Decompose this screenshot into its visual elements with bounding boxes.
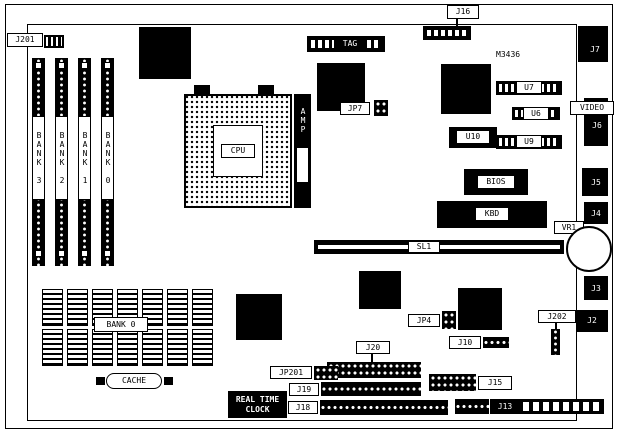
cache-socket: [117, 329, 138, 366]
pin1-marker: [58, 62, 65, 69]
amp-label: AMP: [298, 106, 308, 134]
cache-bank0-label: BANK 0: [94, 317, 148, 332]
j13-label: J13: [490, 399, 520, 414]
cache-socket: [92, 329, 113, 366]
cache-socket: [142, 289, 163, 326]
jp201-label: JP201: [270, 366, 312, 379]
pin1-marker: [104, 250, 111, 257]
j15-label: J15: [478, 376, 512, 390]
j7-label: J7: [584, 43, 606, 56]
j6-label: J6: [587, 119, 607, 132]
jp7-label: JP7: [340, 102, 370, 115]
pin1-marker: [58, 250, 65, 257]
u10-label: U10: [456, 130, 490, 144]
pin1-marker: [81, 250, 88, 257]
j202-label: J202: [538, 310, 576, 323]
part-number-text: M3436: [496, 50, 521, 59]
pin1-marker: [81, 62, 88, 69]
video-label: VIDEO: [570, 101, 614, 115]
memory-slot-label-bank1: BANK 1: [78, 116, 91, 200]
j20-header: [327, 362, 421, 378]
bios-label: BIOS: [477, 175, 515, 189]
memory-slot-label-bank2: BANK 2: [55, 116, 68, 200]
j201-label: J201: [7, 33, 43, 47]
pin1-marker: [104, 62, 111, 69]
cache-socket: [42, 289, 63, 326]
j2-label: J2: [581, 314, 603, 328]
j10-label: J10: [449, 336, 481, 349]
j19-label: J19: [289, 383, 319, 396]
jp4-header: [442, 311, 456, 329]
cache-socket: [142, 329, 163, 366]
cache-socket: [192, 289, 213, 326]
j18-label: J18: [288, 401, 318, 414]
j20-label: J20: [356, 341, 390, 354]
j16-header: [423, 26, 471, 40]
small-chip-right: [258, 85, 274, 94]
j201-connector: [44, 35, 64, 48]
jp201-header: [314, 366, 338, 380]
j20-leader-line: [371, 354, 373, 362]
qfp-chip-right-bottom: [458, 288, 502, 330]
qfp-chip-mid-bottom: [359, 271, 401, 309]
j10-connector: [483, 337, 509, 348]
tag-label: TAG: [334, 37, 366, 51]
j15-header: [429, 374, 476, 391]
cache-socket: [67, 289, 88, 326]
cache-tab-left: [96, 377, 105, 385]
sl1-label: SL1: [408, 241, 440, 253]
page-frame: [5, 4, 613, 429]
j19-header: [321, 382, 421, 396]
cache-tab-right: [164, 377, 173, 385]
j18-header: [320, 400, 448, 415]
memory-slot-label-bank0: BANK 0: [101, 116, 114, 200]
pin1-marker: [35, 62, 42, 69]
qfp-chip-right: [441, 64, 491, 114]
cache-socket: [67, 329, 88, 366]
j16-leader-line: [456, 18, 458, 27]
u7-label: U7: [516, 81, 542, 94]
battery: [566, 226, 612, 272]
kbd-label: KBD: [475, 207, 509, 221]
jp4-label: JP4: [408, 314, 440, 327]
memory-slot-label-bank3: BANK 3: [32, 116, 45, 200]
rtc-label-line1: REAL TIME: [235, 394, 280, 404]
qfp-chip-bottom: [236, 294, 282, 340]
amp-window: [297, 148, 308, 182]
rtc-chip: REAL TIME CLOCK: [228, 391, 287, 418]
cache-socket: [167, 329, 188, 366]
j16-label: J16: [447, 5, 479, 19]
cache-socket: [192, 329, 213, 366]
cpu-label: CPU: [221, 144, 255, 158]
j202-leader-line: [555, 323, 557, 329]
j13-switch-block: [520, 399, 604, 414]
qfp-chip-topleft: [139, 27, 191, 79]
j202-connector: [551, 329, 560, 355]
cache-socket: [167, 289, 188, 326]
jp7-header: [374, 100, 388, 116]
u6-label: U6: [523, 107, 549, 120]
cpu-socket: [184, 94, 292, 208]
j5-label: J5: [586, 176, 606, 189]
rtc-label-line2: CLOCK: [245, 404, 270, 414]
pin1-marker: [35, 250, 42, 257]
cache-socket: [42, 329, 63, 366]
small-chip-left: [194, 85, 210, 94]
j13-header: [455, 399, 489, 414]
j4-label: J4: [587, 207, 605, 220]
u9-label: U9: [516, 135, 542, 148]
cache-label: CACHE: [106, 373, 162, 389]
j3-label: J3: [587, 282, 605, 295]
